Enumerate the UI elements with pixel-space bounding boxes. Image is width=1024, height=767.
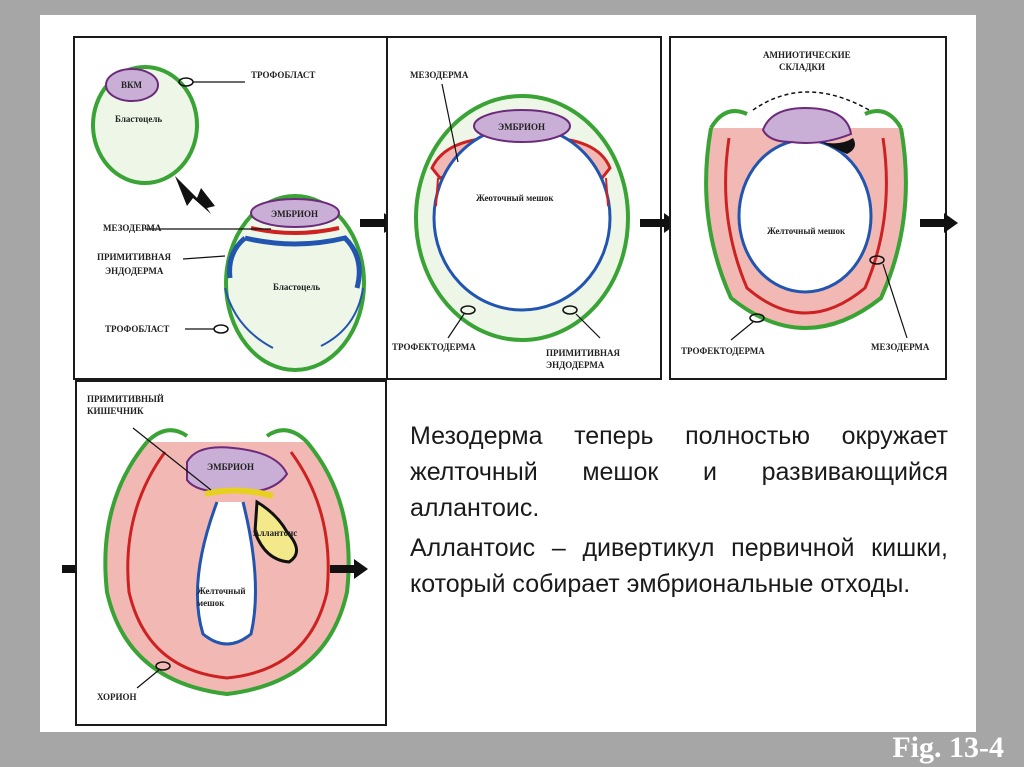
mesoderm-line — [250, 226, 340, 235]
label-chorion: ХОРИОН — [97, 692, 137, 702]
embryo-shape — [473, 109, 571, 143]
label-prim-endoderm-2: ЭНДОДЕРМА — [546, 360, 605, 370]
label-prim-endoderm-1: ПРИМИТИВНАЯ — [97, 252, 172, 262]
pointer-line-endoderm — [182, 255, 226, 260]
pointer-ring-trophoblast — [213, 324, 229, 334]
mesoderm-arrow-left — [435, 177, 439, 207]
label-embryo: ЭМБРИОН — [207, 462, 254, 472]
panel-allantois: ЭМБРИОН Аллантоис Желточный мешок ПРИМИТ… — [75, 380, 387, 726]
label-trophoblast-top: ТРОФОБЛАСТ — [251, 70, 315, 80]
pointer-ring-mesoderm — [869, 255, 885, 265]
pointer-line-trophectoderm — [730, 321, 754, 341]
arrow-out-of-4 — [330, 559, 368, 579]
panel-blastocyst: ВКМ Бластоцель ТРОФОБЛАСТ ЭМБРИОН Бласто… — [73, 36, 412, 380]
label-vkm: ВКМ — [121, 80, 143, 90]
mesoderm-outline — [126, 451, 330, 680]
fold-right — [265, 428, 309, 444]
label-amniotic-1: АМНИОТИЧЕСКИЕ — [763, 50, 851, 60]
arrow-2-3 — [640, 213, 678, 233]
fold-right — [864, 109, 903, 130]
label-prim-gut-2: КИШЕЧНИК — [87, 406, 144, 416]
pointer-line-prim-gut — [132, 427, 212, 491]
primitive-endoderm-line-left — [227, 236, 247, 279]
amniotic-arc — [752, 91, 870, 111]
embryo-shape — [250, 198, 340, 228]
panel-4-diagram: ЭМБРИОН Аллантоис Желточный мешок ПРИМИТ… — [87, 394, 351, 702]
label-prim-endoderm-2: ЭНДОДЕРМА — [105, 266, 164, 276]
embryo-shape — [761, 106, 853, 144]
caption-paragraph-2: Аллантоис – дивертикул первичной кишки, … — [410, 534, 948, 598]
pointer-ring-trophectoderm — [749, 313, 765, 323]
label-embryo: ЭМБРИОН — [271, 209, 318, 219]
label-trophoblast-bottom: ТРОФОБЛАСТ — [105, 324, 169, 334]
label-allantois: Аллантоис — [253, 528, 297, 538]
caption-text: Мезодерма теперь полностью окружает желт… — [410, 418, 948, 606]
pointer-line-mesoderm — [882, 263, 908, 339]
gut-pocket — [821, 138, 855, 154]
mesoderm-arrow-right — [605, 177, 609, 207]
label-yolk-sac-2: мешок — [197, 598, 225, 608]
panel-mesoderm-spread: ЭМБРИОН Жеоточный мешок МЕЗОДЕРМА ТРОФЕК… — [386, 36, 662, 380]
label-blastocoel-top: Бластоцель — [115, 114, 162, 124]
allantois-shape — [253, 499, 298, 564]
label-prim-endoderm-1: ПРИМИТИВНАЯ — [546, 348, 621, 358]
endoderm-arrow-right — [320, 287, 364, 347]
primitive-gut-line — [204, 487, 274, 499]
yolk-sac — [195, 501, 257, 646]
icm-shape — [105, 68, 159, 102]
label-prim-gut-1: ПРИМИТИВНЫЙ — [87, 394, 164, 404]
pointer-ring-chorion — [155, 661, 171, 671]
panel-2-diagram: ЭМБРИОН Жеоточный мешок МЕЗОДЕРМА ТРОФЕК… — [392, 70, 630, 370]
panel-3-diagram: АМНИОТИЧЕСКИЕ СКЛАДКИ Желточный мешок ТР… — [681, 50, 930, 356]
label-mesoderm: МЕЗОДЕРМА — [410, 70, 469, 80]
pointer-line-trophectoderm — [447, 313, 465, 339]
yolk-sac — [737, 138, 873, 294]
label-trophectoderm: ТРОФЕКТОДЕРМА — [392, 342, 476, 352]
label-amniotic-2: СКЛАДКИ — [779, 62, 825, 72]
transition-arrow — [175, 176, 215, 214]
label-trophectoderm: ТРОФЕКТОДЕРМА — [681, 346, 765, 356]
label-yolk-sac: Жеоточный мешок — [476, 193, 554, 203]
primitive-endoderm-line — [244, 235, 362, 289]
caption-paragraph-1: Мезодерма теперь полностью окружает желт… — [410, 422, 948, 522]
pointer-line-mesoderm — [441, 83, 459, 163]
label-mesoderm: МЕЗОДЕРМА — [103, 223, 162, 233]
label-yolk-sac: Желточный мешок — [767, 226, 846, 236]
slide: ВКМ Бластоцель ТРОФОБЛАСТ ЭМБРИОН Бласто… — [40, 15, 976, 732]
mesoderm-outline — [724, 137, 888, 315]
pointer-ring-trophectoderm — [460, 305, 476, 315]
pointer-line-chorion — [136, 669, 160, 689]
yolk-sac — [432, 124, 612, 312]
panel-1-diagram: ВКМ Бластоцель ТРОФОБЛАСТ ЭМБРИОН Бласто… — [91, 65, 366, 372]
fold-left — [145, 428, 189, 444]
panel-amniotic-folds: АМНИОТИЧЕСКИЕ СКЛАДКИ Желточный мешок ТР… — [669, 36, 947, 380]
label-yolk-sac-1: Желточный — [197, 586, 246, 596]
pointer-line-endoderm — [575, 313, 601, 339]
label-mesoderm: МЕЗОДЕРМА — [871, 342, 930, 352]
arrow-3-next — [920, 213, 958, 233]
figure-number: Fig. 13-4 — [892, 731, 1004, 764]
label-blastocoel-bottom: Бластоцель — [273, 282, 320, 292]
endoderm-arrow-left — [224, 287, 274, 349]
fold-left — [709, 109, 748, 130]
pointer-ring-endoderm — [562, 305, 578, 315]
label-embryo: ЭМБРИОН — [498, 122, 545, 132]
